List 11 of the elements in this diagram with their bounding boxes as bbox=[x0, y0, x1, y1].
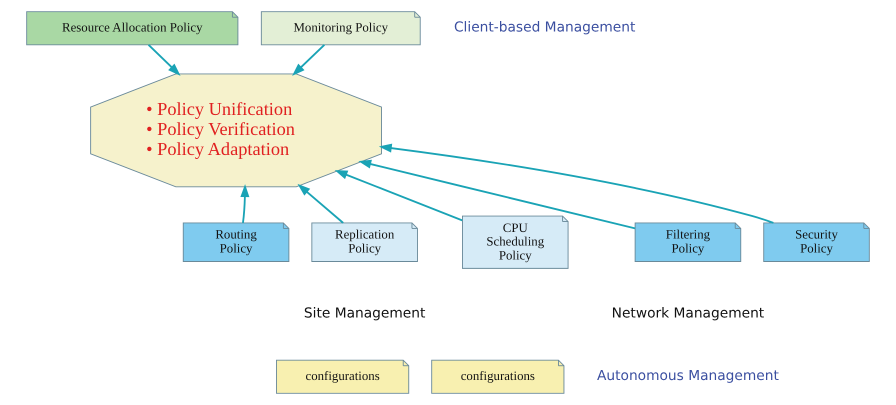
arrow bbox=[298, 184, 344, 224]
arrow bbox=[292, 44, 326, 76]
arrow bbox=[334, 170, 463, 222]
arrow bbox=[148, 44, 181, 76]
label: Autonomous Management bbox=[596, 368, 779, 384]
arrow bbox=[358, 160, 636, 230]
label: Site Management bbox=[304, 306, 426, 322]
arrow bbox=[240, 184, 250, 223]
arrow bbox=[378, 144, 774, 224]
label: Client-based Management bbox=[454, 19, 636, 36]
label: Network Management bbox=[612, 306, 764, 322]
